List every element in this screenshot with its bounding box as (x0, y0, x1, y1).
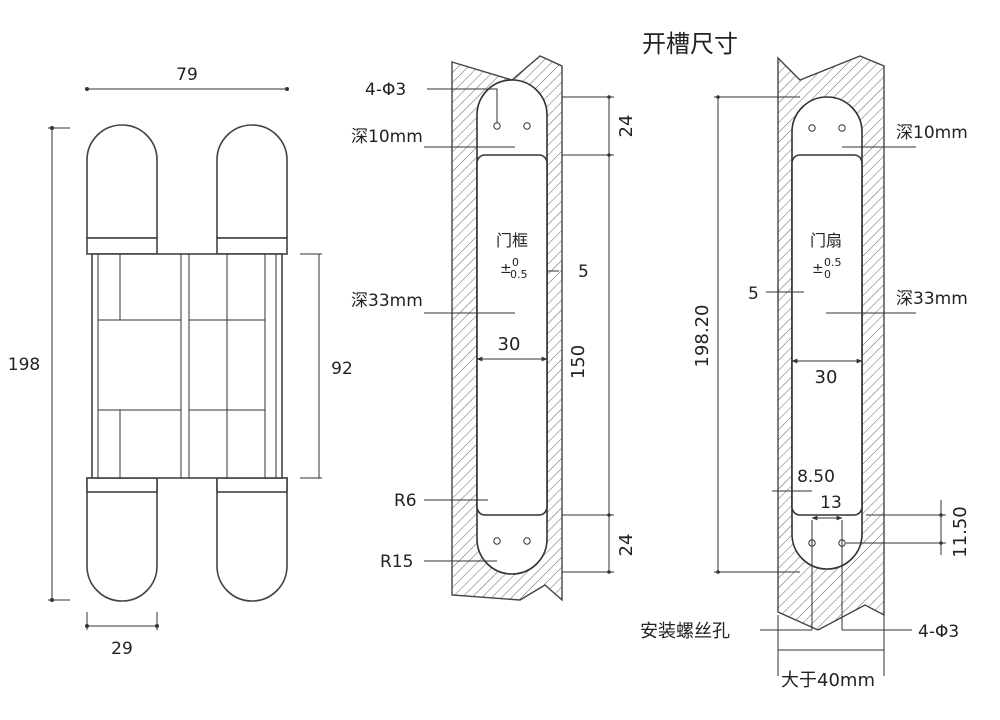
sash-dim-13: 13 (820, 493, 842, 513)
frame-corner-r6: R6 (394, 491, 417, 511)
frame-length: 150 (568, 345, 589, 379)
sash-pocket-inner (791, 154, 863, 516)
frame-depth-main: 深33mm (351, 291, 423, 311)
sash-tolerance-lower: 0 (824, 268, 831, 281)
sash-min-width: 大于40mm (781, 670, 875, 691)
hinge-leaf-bottom-right (216, 477, 288, 602)
hinge-drawing (86, 124, 288, 602)
frame-slot-drawing (451, 55, 563, 602)
hinge-leaf-top-right (216, 124, 288, 239)
sash-length: 198.20 (692, 305, 713, 368)
sash-dim-1150: 11.50 (950, 506, 971, 558)
hinge-band (86, 237, 158, 255)
sash-annotations: 198.20 深10mm 门扇 ± 0.5 0 5 深33mm 30 8.50 … (640, 95, 971, 691)
diagram-title: 开槽尺寸 (642, 30, 738, 58)
frame-holes-label: 4-Φ3 (365, 80, 406, 100)
frame-tolerance-lower: 0.5 (510, 268, 528, 281)
frame-width: 30 (498, 334, 521, 355)
dim-hinge-body: 92 (331, 359, 353, 379)
sash-depth-main: 深33mm (896, 289, 968, 309)
sash-dim-850: 8.50 (797, 467, 835, 487)
hinge-leaf-top-left (86, 124, 158, 239)
sash-name: 门扇 (810, 231, 842, 250)
frame-top-gap: 24 (616, 115, 637, 138)
frame-bottom-gap: 24 (616, 534, 637, 557)
frame-pocket-inner (476, 154, 548, 516)
frame-corner-r15: R15 (380, 552, 413, 572)
sash-screw-label: 安装螺丝孔 (640, 621, 730, 642)
frame-offset: 5 (578, 262, 589, 282)
hinge-band (216, 237, 288, 255)
sash-holes-label: 4-Φ3 (918, 622, 959, 642)
hinge-leaf-bottom-left (86, 477, 158, 602)
dim-hinge-leaf-width: 29 (111, 639, 133, 659)
sash-tolerance-upper: 0.5 (824, 256, 842, 269)
hinge-band (86, 477, 158, 493)
sash-tolerance-sign: ± (812, 261, 824, 277)
frame-tolerance-sign: ± (500, 261, 512, 277)
sash-width: 30 (815, 367, 838, 388)
frame-tolerance-upper: 0 (512, 256, 519, 269)
hinge-body (91, 253, 283, 479)
hinge-band (216, 477, 288, 493)
frame-depth-top: 深10mm (351, 127, 423, 147)
dim-hinge-height: 198 (8, 355, 40, 375)
frame-annotations: 4-Φ3 深10mm 门框 ± 0 0.5 5 深33mm 30 24 150 … (351, 80, 637, 574)
sash-slot-drawing (777, 55, 885, 631)
sash-depth-top: 深10mm (896, 123, 968, 143)
sash-offset: 5 (748, 284, 759, 304)
frame-name: 门框 (496, 231, 528, 250)
dim-hinge-width: 79 (176, 65, 198, 85)
hinge-dimensions: 79 198 92 29 (8, 65, 353, 659)
